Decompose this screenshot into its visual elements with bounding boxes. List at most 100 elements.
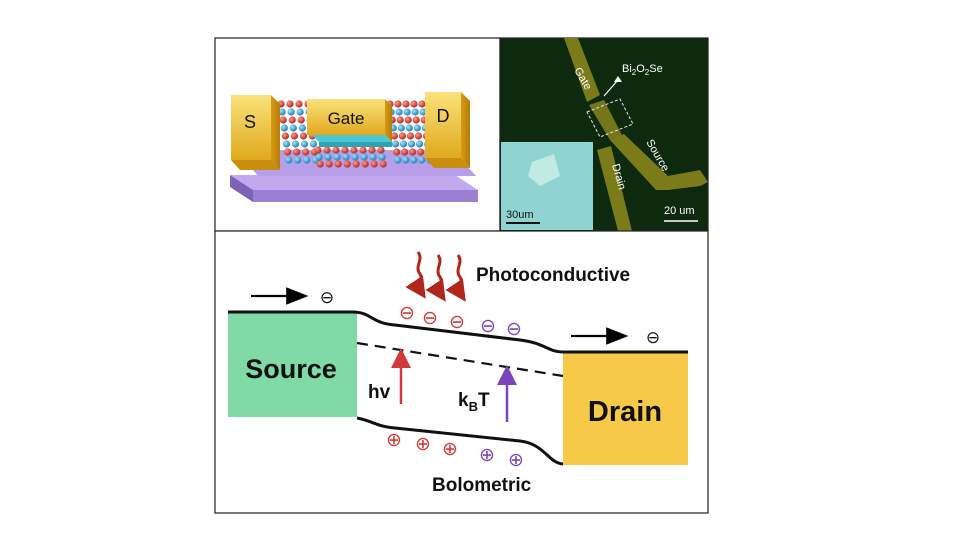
red-atom xyxy=(334,160,342,168)
red-atom xyxy=(370,160,378,168)
blue-atom xyxy=(287,108,295,116)
source-block-label: Source xyxy=(245,354,337,384)
device-schematic: S Gate D xyxy=(214,37,501,232)
blue-atom xyxy=(403,108,411,116)
hole: ⊕ xyxy=(508,450,524,471)
blue-atom xyxy=(282,140,291,148)
red-atom xyxy=(379,160,387,168)
drain-electron-sign: ⊖ xyxy=(646,328,660,347)
red-atom xyxy=(377,146,385,154)
blue-atom xyxy=(413,124,421,132)
red-atom xyxy=(404,116,412,124)
red-atom xyxy=(398,132,406,140)
blue-atom xyxy=(278,108,286,116)
blue-atom xyxy=(399,140,408,148)
red-atom xyxy=(286,100,294,108)
electron: ⊖ xyxy=(422,308,438,329)
red-atom xyxy=(341,146,349,154)
red-atom xyxy=(412,116,420,124)
blue-atom xyxy=(296,108,304,116)
red-atom xyxy=(393,148,401,156)
micrograph: Gate Bi2O2Se Source Drain 30um 20 um xyxy=(499,37,709,232)
material-label: Bi2O2Se xyxy=(622,63,663,77)
blue-atom xyxy=(411,108,419,116)
blue-atom xyxy=(418,156,426,164)
red-atom xyxy=(409,148,417,156)
red-atom xyxy=(281,132,289,140)
blue-atom xyxy=(289,124,297,132)
red-atom xyxy=(350,146,358,154)
red-atom xyxy=(414,132,422,140)
red-atom xyxy=(302,148,310,156)
drain-block-label: Drain xyxy=(588,396,662,428)
red-atom xyxy=(284,148,292,156)
red-atom xyxy=(325,160,333,168)
red-atom xyxy=(418,100,426,108)
red-atom xyxy=(288,116,296,124)
red-atom xyxy=(279,116,287,124)
blue-atom xyxy=(291,140,300,148)
conduction-band-edge xyxy=(228,310,688,354)
source-lead xyxy=(610,134,708,190)
drain-contact-label: D xyxy=(437,106,450,126)
red-atom xyxy=(323,146,331,154)
electron: ⊖ xyxy=(399,303,415,324)
red-atom xyxy=(396,116,404,124)
blue-atom xyxy=(391,140,400,148)
source-contact: S xyxy=(231,95,280,170)
red-atom xyxy=(394,100,402,108)
electron: ⊖ xyxy=(449,312,465,333)
source-block xyxy=(228,313,357,417)
inset-scale-label: 30um xyxy=(506,209,534,221)
source-contact-label: S xyxy=(244,112,256,132)
electron: ⊖ xyxy=(506,319,522,340)
photoconductive-label: Photoconductive xyxy=(476,265,630,286)
hole: ⊕ xyxy=(386,430,402,451)
red-atom xyxy=(406,132,414,140)
blue-atom xyxy=(285,156,293,164)
red-atom xyxy=(410,100,418,108)
drain-contact: D xyxy=(425,92,470,168)
red-atom xyxy=(359,146,367,154)
photon-arrow-2 xyxy=(425,254,446,302)
blue-atom xyxy=(333,153,341,161)
flake-pointer xyxy=(603,79,619,97)
drain-lead xyxy=(597,146,632,231)
blue-atom xyxy=(342,153,350,161)
hole: ⊕ xyxy=(415,434,431,455)
red-atom xyxy=(352,160,360,168)
red-atom xyxy=(297,116,305,124)
blue-atom xyxy=(369,153,377,161)
gate-lead xyxy=(564,38,600,102)
kbt-label: kBT xyxy=(458,390,490,414)
red-atom xyxy=(293,148,301,156)
red-atom xyxy=(390,132,398,140)
blue-atom xyxy=(300,140,309,148)
blue-atom xyxy=(410,156,418,164)
flake-pointer-head xyxy=(614,76,622,82)
blue-atom xyxy=(294,156,302,164)
blue-atom xyxy=(407,140,416,148)
blue-atom xyxy=(298,124,306,132)
bolometric-label: Bolometric xyxy=(432,475,532,496)
red-atom xyxy=(332,146,340,154)
atom-lattice xyxy=(277,100,434,168)
main-scale-label: 20 um xyxy=(664,205,695,217)
photon-arrows xyxy=(405,251,466,302)
gate-contact-label: Gate xyxy=(328,109,365,128)
blue-atom xyxy=(280,124,288,132)
hole: ⊕ xyxy=(442,439,458,460)
red-atom xyxy=(402,100,410,108)
red-atom xyxy=(314,146,322,154)
gate-contact: Gate xyxy=(307,99,392,147)
blue-atom xyxy=(415,140,424,148)
blue-atom xyxy=(395,108,403,116)
blue-atom xyxy=(315,153,323,161)
source-electron-sign: ⊖ xyxy=(320,288,334,307)
red-atom xyxy=(401,148,409,156)
hole: ⊕ xyxy=(479,445,495,466)
hv-label: hv xyxy=(368,382,391,403)
blue-atom xyxy=(402,156,410,164)
band-diagram: Source Drain ⊖ ⊖ Photoconductive ⊖⊖⊖⊖⊖ ⊕… xyxy=(214,230,709,514)
